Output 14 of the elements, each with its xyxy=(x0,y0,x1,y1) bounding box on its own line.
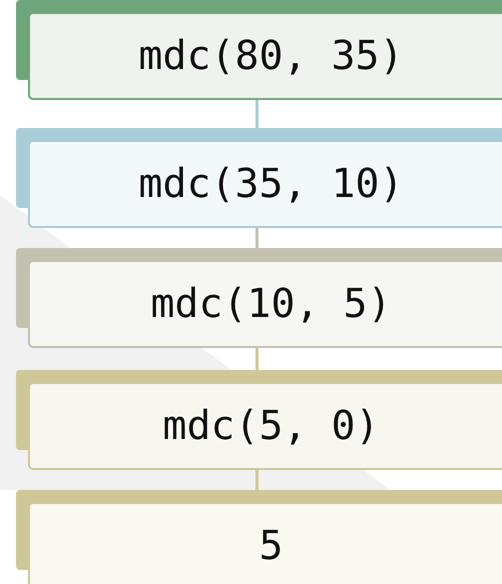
step-label: mdc(80, 35) xyxy=(138,33,404,79)
step-box xyxy=(28,382,502,470)
step-box xyxy=(28,260,502,348)
step-box xyxy=(28,12,502,100)
step-label: mdc(35, 10) xyxy=(138,161,404,207)
connector-line xyxy=(256,470,258,490)
step-label: mdc(10, 5) xyxy=(150,281,392,327)
step-box xyxy=(28,502,502,584)
step-label: mdc(5, 0) xyxy=(162,403,380,449)
connector-line xyxy=(256,100,258,128)
step-label: 5 xyxy=(258,523,284,569)
step-box xyxy=(28,140,502,228)
connector-line xyxy=(256,348,258,370)
connector-line xyxy=(256,228,258,248)
